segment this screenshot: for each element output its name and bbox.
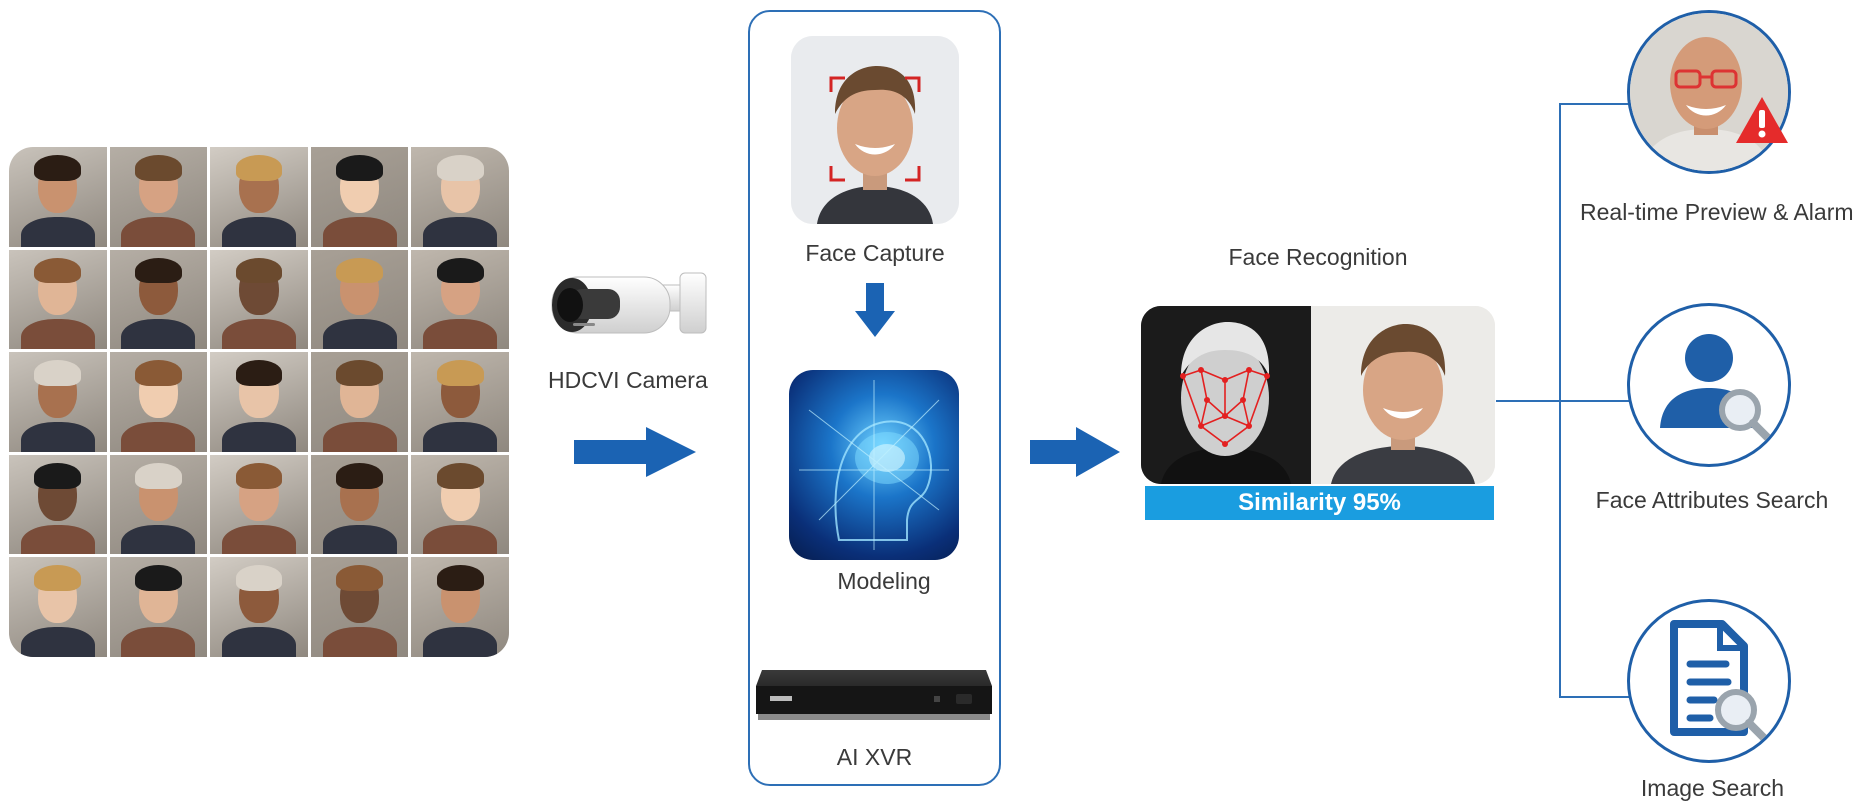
flow-arrow-icon bbox=[1030, 427, 1120, 477]
face-attributes-search-circle bbox=[1627, 303, 1791, 467]
matched-face-panel bbox=[1311, 306, 1495, 484]
connector-line bbox=[1559, 696, 1631, 698]
modeling-label: Modeling bbox=[837, 568, 931, 594]
face-photo bbox=[411, 557, 509, 657]
ai-xvr-process-box bbox=[748, 10, 1001, 786]
output-1-label: Real-time Preview & Alarm bbox=[1580, 199, 1854, 225]
document-search-icon bbox=[1670, 620, 1768, 742]
face-recognition-image bbox=[1141, 306, 1495, 484]
face-photo bbox=[411, 147, 509, 247]
face-photo bbox=[411, 352, 509, 452]
face-photo bbox=[411, 249, 509, 350]
face-photo bbox=[310, 454, 409, 555]
ai-xvr-label: AI XVR bbox=[836, 744, 913, 770]
face-capture-label: Face Capture bbox=[805, 240, 945, 266]
face-photo bbox=[210, 249, 308, 350]
modeling-brain-image bbox=[789, 370, 959, 560]
face-photo-grid bbox=[9, 147, 509, 657]
face-photo bbox=[109, 249, 208, 350]
face-photo bbox=[109, 352, 208, 452]
face-photo bbox=[210, 557, 308, 657]
hdcvi-camera-image bbox=[551, 272, 707, 334]
face-photo bbox=[210, 147, 308, 247]
user-search-icon bbox=[1660, 334, 1772, 442]
face-photo bbox=[310, 557, 409, 657]
face-photo bbox=[109, 557, 208, 657]
face-photo bbox=[9, 454, 107, 555]
face-recognition-label: Face Recognition bbox=[1228, 244, 1408, 270]
connector-line bbox=[1496, 400, 1560, 402]
face-photo bbox=[210, 352, 308, 452]
face-photo bbox=[109, 147, 208, 247]
similarity-score-bar: Similarity 95% bbox=[1145, 486, 1494, 520]
face-photo bbox=[9, 557, 107, 657]
alarm-warning-icon bbox=[1736, 97, 1788, 143]
face-photo bbox=[310, 249, 409, 350]
flow-arrow-icon bbox=[574, 427, 696, 477]
face-photo bbox=[310, 147, 409, 247]
face-photo bbox=[411, 454, 509, 555]
realtime-preview-alarm-circle bbox=[1627, 10, 1791, 174]
connector-line bbox=[1559, 400, 1631, 402]
face-photo bbox=[9, 352, 107, 452]
connector-line bbox=[1559, 103, 1631, 105]
face-capture-image bbox=[791, 36, 959, 224]
image-search-circle bbox=[1627, 599, 1791, 763]
face-photo bbox=[109, 454, 208, 555]
face-landmark-panel bbox=[1141, 306, 1311, 484]
face-photo bbox=[310, 352, 409, 452]
down-arrow-icon bbox=[855, 283, 895, 337]
face-photo bbox=[9, 147, 107, 247]
ai-xvr-device-image bbox=[756, 670, 992, 720]
output-3-label: Image Search bbox=[1640, 775, 1785, 801]
face-photo bbox=[210, 454, 308, 555]
camera-label: HDCVI Camera bbox=[548, 367, 708, 393]
output-2-label: Face Attributes Search bbox=[1595, 487, 1829, 513]
face-photo bbox=[9, 249, 107, 350]
